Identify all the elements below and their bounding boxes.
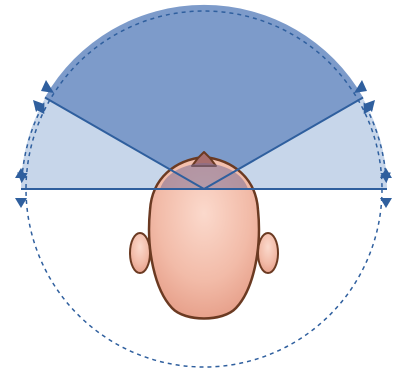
arrow-left-lower-icon <box>15 198 27 208</box>
left-ear <box>130 233 150 273</box>
right-ear <box>258 233 278 273</box>
